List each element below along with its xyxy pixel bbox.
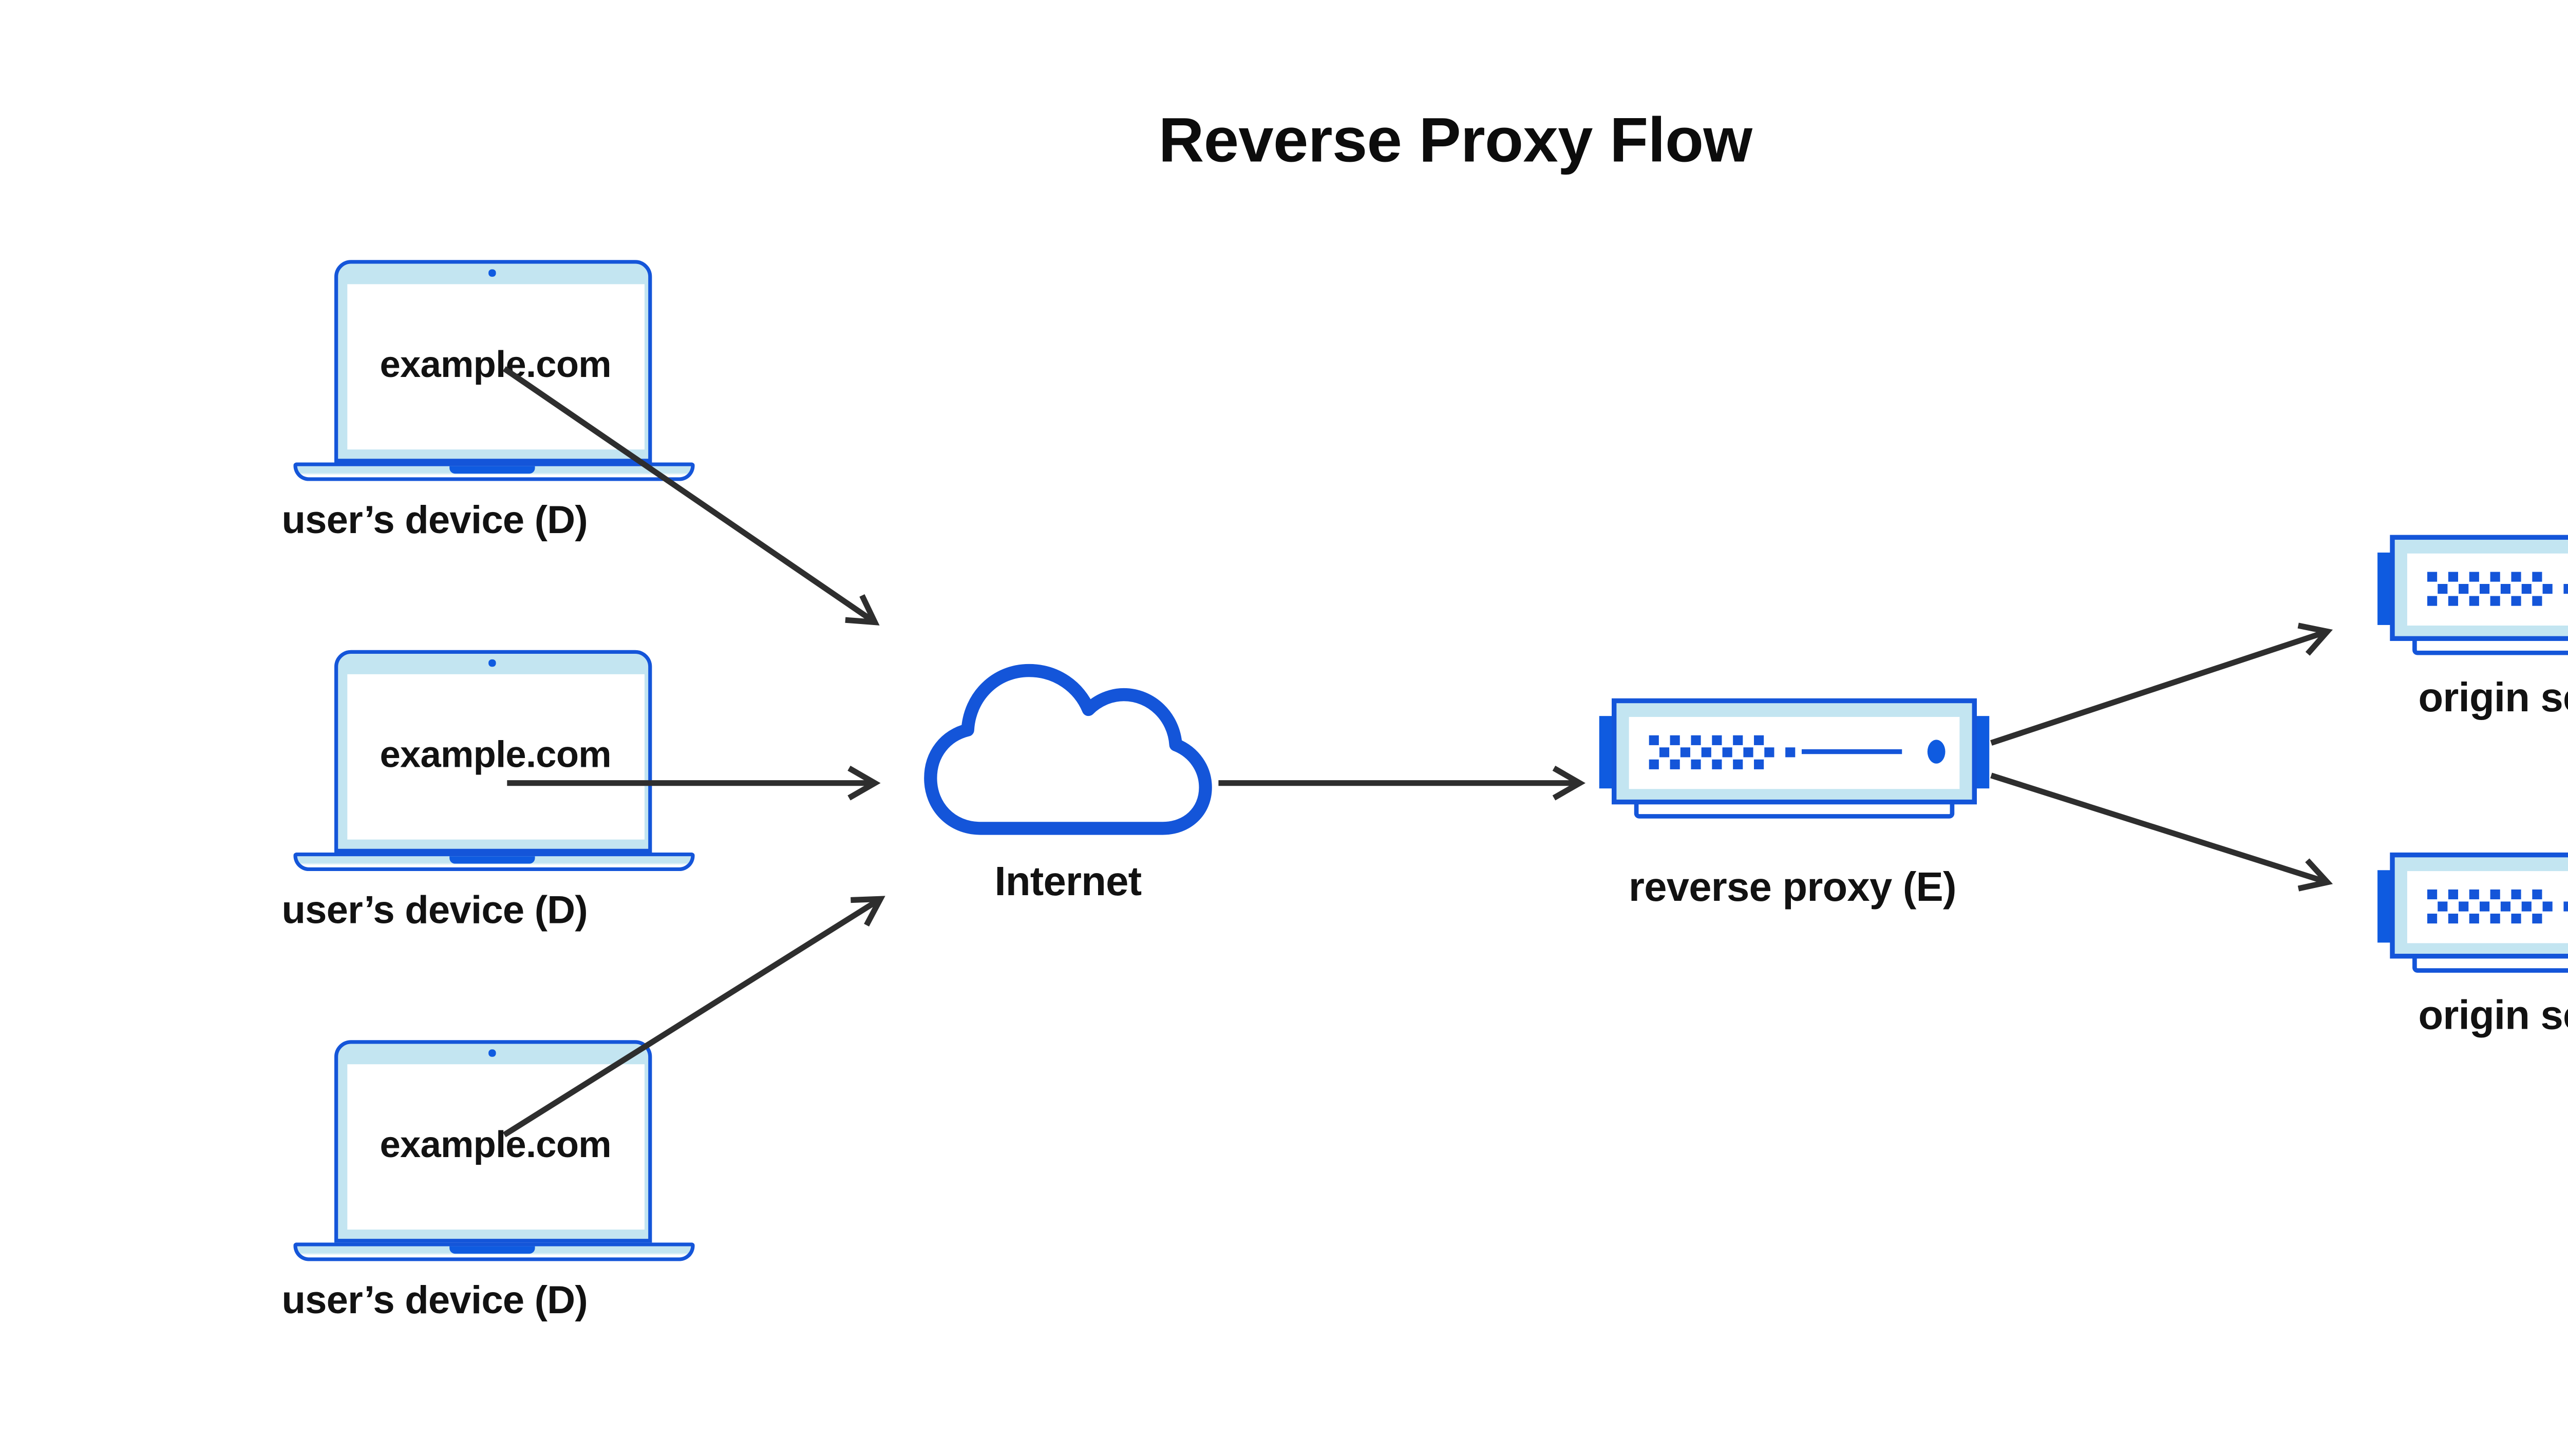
reverse-proxy-label: reverse proxy (E) <box>1628 863 1957 911</box>
laptop-hinge-notch <box>448 856 535 863</box>
user-device-2: example.com <box>147 650 723 948</box>
origin-server-2-label: origin server (F) <box>2418 991 2568 1037</box>
user-device-1-label: user’s device (D) <box>281 499 588 542</box>
laptop-screen: example.com <box>347 674 644 840</box>
laptop-camera-dot <box>488 270 496 277</box>
reverse-proxy-server-icon <box>1597 698 1991 821</box>
user-device-2-label: user’s device (D) <box>281 888 588 932</box>
laptop-hinge-notch <box>448 466 535 473</box>
browser-url-text: example.com <box>380 735 612 777</box>
laptop-camera-dot <box>488 660 496 667</box>
internet-label: Internet <box>994 858 1142 905</box>
laptop-camera-dot <box>488 1050 496 1057</box>
arrow-proxy-to-origin2 <box>1990 772 2333 892</box>
origin-server-2-icon <box>2375 852 2568 975</box>
origin-server-1-label: origin server (F) <box>2418 674 2568 721</box>
arrow-proxy-to-origin1 <box>1990 622 2333 746</box>
laptop-base <box>293 852 694 871</box>
cloud-icon <box>924 664 1212 835</box>
laptop-screen: example.com <box>347 284 644 450</box>
browser-url-text: example.com <box>380 345 612 387</box>
origin-server-1-icon <box>2375 536 2568 658</box>
laptop-screen: example.com <box>347 1064 644 1230</box>
user-device-3: example.com <box>147 1040 723 1337</box>
browser-url-text: example.com <box>380 1125 612 1167</box>
user-device-3-label: user’s device (D) <box>281 1278 588 1322</box>
laptop-hinge-notch <box>448 1246 535 1253</box>
arrow-internet-to-proxy <box>1218 765 1586 801</box>
page-title: Reverse Proxy Flow <box>1158 106 1752 177</box>
